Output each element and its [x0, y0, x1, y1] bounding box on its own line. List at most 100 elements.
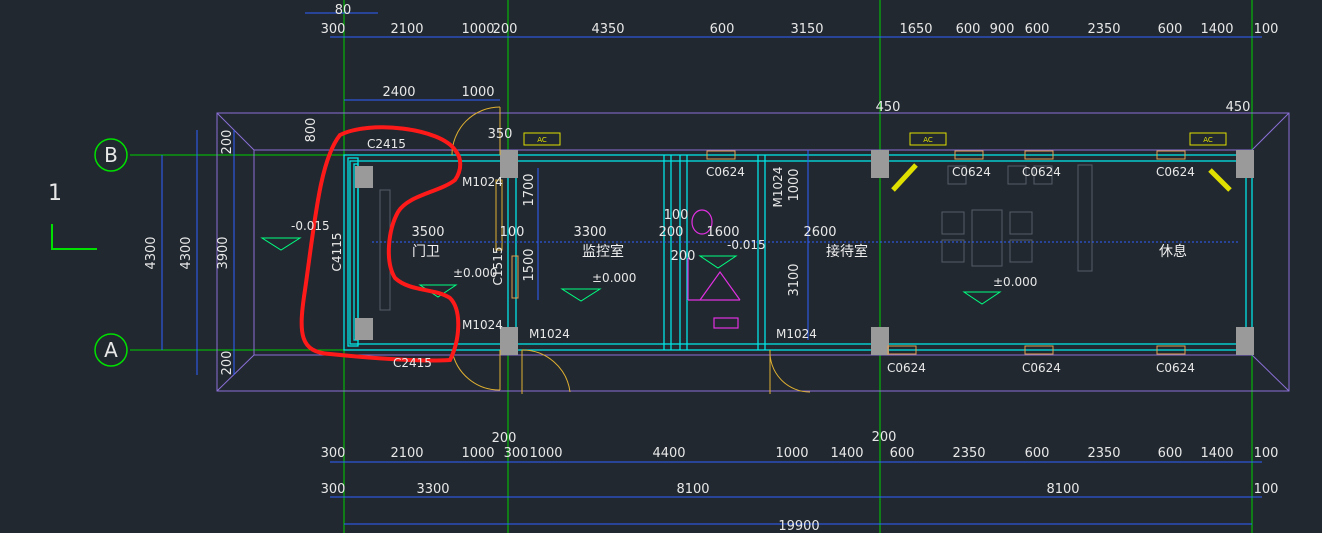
dim-top-7: 1650: [899, 22, 932, 37]
dim-misc-16: 100: [500, 225, 525, 240]
dim-misc-0: 450: [876, 100, 901, 115]
dim-top-12: 600: [1158, 22, 1183, 37]
elevation-label-0: -0.015: [291, 219, 330, 233]
window-label-10: C0624: [1156, 361, 1195, 375]
dim-bottom1-4: 1000: [529, 446, 562, 461]
dim-top-3: 200: [493, 22, 518, 37]
dim-left-3: 4300: [179, 236, 194, 269]
window-label-6: C0624: [1022, 165, 1061, 179]
dim-misc-7: 1000: [787, 168, 802, 201]
dim-bottom1-11: 2350: [1087, 446, 1120, 461]
ucs-icon: [51, 224, 97, 250]
dim-top-11: 2350: [1087, 22, 1120, 37]
room-label-reception: 接待室: [826, 243, 868, 260]
dim-misc-8: 3100: [787, 263, 802, 296]
dim-bottom1-6: 1000: [775, 446, 808, 461]
dim-bottom1-3: 300: [504, 446, 529, 461]
elevation-label-1: ±0.000: [453, 266, 497, 280]
dim-upper-1: 1000: [461, 85, 494, 100]
dim-top-13: 1400: [1200, 22, 1233, 37]
dim-top-9: 900: [990, 22, 1015, 37]
dim-top-8: 600: [956, 22, 981, 37]
dim-bottom2-2: 8100: [676, 482, 709, 497]
door-label-3: M1024: [771, 167, 785, 208]
elevation-label-4: ±0.000: [993, 275, 1037, 289]
window-label-5: C0624: [952, 165, 991, 179]
ac-label-0: AC: [537, 136, 547, 144]
axis-b-label: B: [104, 143, 118, 167]
toilet-fixtures: [687, 209, 741, 329]
axis-marker-a: A: [94, 333, 128, 367]
dim-top-0: 300: [321, 22, 346, 37]
dim-top-2: 1000: [461, 22, 494, 37]
room-label-rest: 休息: [1159, 243, 1187, 260]
grid-lines: [130, 0, 1253, 533]
dim-bottom1-14: 100: [1254, 446, 1279, 461]
dim-bottom1-12: 600: [1158, 446, 1183, 461]
door-label-0: M1024: [462, 175, 503, 189]
room-label-monitor: 监控室: [582, 243, 624, 260]
window-label-7: C0624: [1156, 165, 1195, 179]
dim-bottom2-0: 300: [321, 482, 346, 497]
window-label-8: C0624: [887, 361, 926, 375]
dim-bottom1-7: 1400: [830, 446, 863, 461]
dim-left-2: 4300: [144, 236, 159, 269]
window-label-9: C0624: [1022, 361, 1061, 375]
dim-misc-3: 200: [492, 431, 517, 446]
dim-top-6: 3150: [790, 22, 823, 37]
dim-misc-14: 3500: [411, 225, 444, 240]
door-label-1: M1024: [462, 318, 503, 332]
dim-misc-11: 200: [671, 249, 696, 264]
window-label-3: C1515: [491, 247, 505, 286]
ac-units: [523, 132, 1232, 192]
dim-left-5: 200: [220, 351, 235, 376]
door-label-4: M1024: [776, 327, 817, 341]
dim-top-10: 600: [1025, 22, 1050, 37]
dim-bottom1-9: 2350: [952, 446, 985, 461]
doors: [451, 106, 811, 394]
window-label-1: C2415: [393, 356, 432, 370]
red-annotation-mark: [299, 125, 463, 363]
text-layer: 300 2100 1000 200 4350 600 3150 1650 600…: [144, 3, 1278, 533]
dim-misc-12: 1600: [706, 225, 739, 240]
ac-label-2: AC: [1203, 136, 1213, 144]
axis-a-label: A: [104, 338, 118, 362]
room-label-guard: 门卫: [412, 244, 440, 260]
dimension-lines: [161, 12, 1262, 525]
dim-misc-4: 200: [872, 430, 897, 445]
walls: [343, 154, 1253, 351]
dim-misc-5: 1700: [522, 173, 537, 206]
dim-bottom2-4: 100: [1254, 482, 1279, 497]
dim-top-14: 100: [1254, 22, 1279, 37]
dim-bottom1-2: 1000: [461, 446, 494, 461]
axis-marker-b: B: [94, 138, 128, 172]
dim-misc-17: 80: [335, 3, 352, 18]
dim-misc-15: 3300: [573, 225, 606, 240]
door-label-2: M1024: [529, 327, 570, 341]
window-label-2: C4115: [330, 233, 344, 272]
dim-misc-10: 200: [659, 225, 684, 240]
window-label-0: C2415: [367, 137, 406, 151]
dim-misc-6: 1500: [522, 248, 537, 281]
dim-bottom1-0: 300: [321, 446, 346, 461]
dim-top-5: 600: [710, 22, 735, 37]
columns: [355, 150, 1254, 355]
dim-misc-2: 350: [488, 127, 513, 142]
dim-left-0: 800: [304, 118, 319, 143]
dim-bottom1-1: 2100: [390, 446, 423, 461]
dim-misc-1: 450: [1226, 100, 1251, 115]
dim-bottom1-5: 4400: [652, 446, 685, 461]
dim-top-1: 2100: [390, 22, 423, 37]
dim-bottom1-8: 600: [890, 446, 915, 461]
dim-misc-13: 2600: [803, 225, 836, 240]
dim-left-1: 200: [220, 130, 235, 155]
dim-left-4: 3900: [216, 236, 231, 269]
ac-label-1: AC: [923, 136, 933, 144]
windows: [511, 150, 1186, 355]
dim-bottom2-1: 3300: [416, 482, 449, 497]
window-label-4: C0624: [706, 165, 745, 179]
dim-misc-9: 100: [664, 208, 689, 223]
dim-bottom1-13: 1400: [1200, 446, 1233, 461]
dim-bottom2-3: 8100: [1046, 482, 1079, 497]
